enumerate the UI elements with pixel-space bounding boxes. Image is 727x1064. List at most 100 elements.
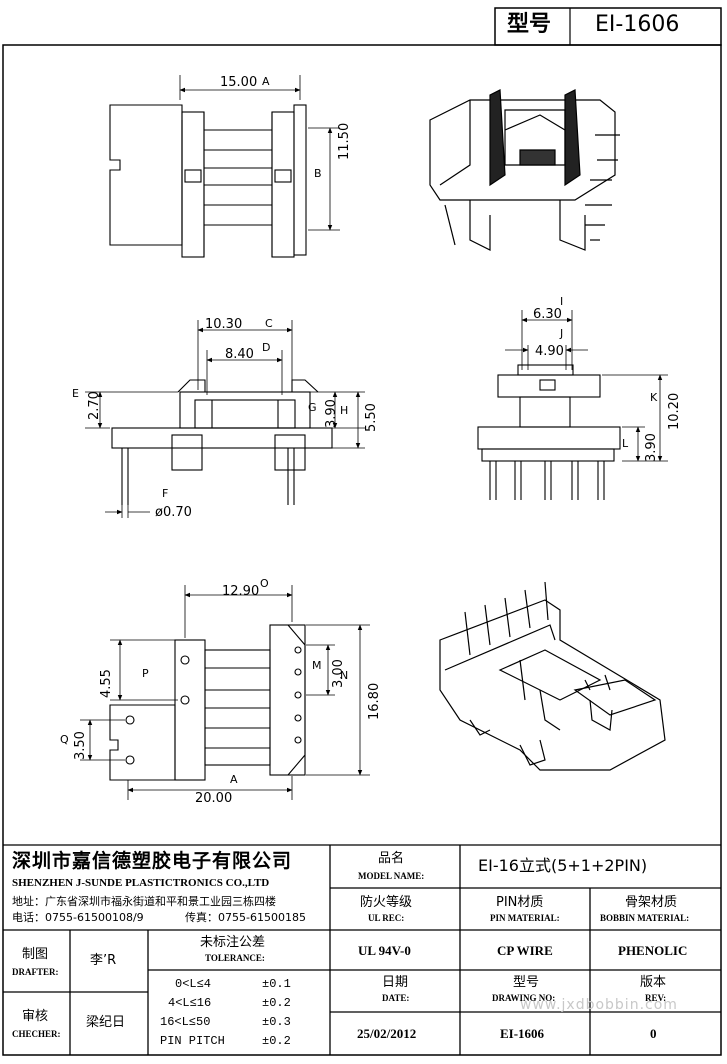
dim-J-tag: J	[560, 327, 564, 340]
pin-material-cn: PIN材质	[496, 895, 544, 910]
dim-F-tag: F	[162, 487, 169, 500]
watermark: www.jxdbobbin.com	[520, 997, 678, 1013]
pin-material-en: PIN MATERIAL:	[490, 913, 560, 923]
dim-H-tag: H	[340, 404, 349, 417]
dim-K-value: 10.20	[667, 392, 682, 430]
pin-material-value: CP WIRE	[497, 943, 553, 958]
header-model-value: EI-1606	[595, 12, 680, 37]
tolerance-cn: 未标注公差	[200, 935, 266, 950]
ul-cn: 防火等级	[360, 895, 413, 910]
dim-Q-bottom	[80, 719, 125, 761]
drawing-no-en: DRAWING NO:	[492, 993, 556, 1003]
company-fax: 传真：0755-61500185	[185, 911, 306, 924]
tolerance-range-1: 0<L≤4	[175, 977, 212, 991]
model-name-value: EI-16立式(5+1+2PIN)	[478, 856, 648, 875]
dim-Q-value: 3.50	[73, 731, 88, 760]
dim-G-H-front	[310, 391, 365, 449]
tolerance-range-2: 4<L≤16	[168, 996, 212, 1010]
tolerance-value-1: ±0.1	[262, 977, 291, 991]
model-name-en: MODEL NAME:	[358, 871, 425, 881]
header-model-label: 型号	[507, 12, 552, 37]
header-model-box	[494, 7, 722, 46]
checker-value: 梁纪日	[86, 1015, 126, 1030]
dim-P-value: 4.55	[99, 669, 114, 698]
dim-A-top	[179, 75, 301, 100]
tolerance-value-3: ±0.3	[262, 1015, 291, 1029]
dim-C-front	[197, 320, 293, 390]
dim-D-value: 8.40	[225, 347, 254, 362]
dim-D-tag: D	[262, 341, 271, 354]
bobbin-material-value: PHENOLIC	[618, 943, 688, 958]
dim-L-tag: L	[622, 437, 629, 450]
side-view	[477, 364, 621, 500]
dim-G-tag: G	[308, 401, 317, 414]
dim-B-value: 11.50	[337, 122, 352, 160]
rev-value: 0	[650, 1026, 657, 1041]
dim-A2-value: 20.00	[195, 791, 233, 806]
top-view	[109, 104, 307, 258]
bottom-view	[109, 624, 306, 781]
dim-K-L-side	[602, 374, 668, 462]
drafter-en: DRAFTER:	[12, 967, 59, 977]
dim-K-tag: K	[650, 391, 658, 404]
dim-N-tag: N	[340, 669, 349, 682]
dim-A-tag: A	[262, 75, 270, 88]
bobbin-material-en: BOBBIN MATERIAL:	[600, 913, 690, 923]
bobbin-material-cn: 骨架材质	[625, 895, 678, 910]
dim-M-tag: M	[312, 659, 322, 672]
dim-F-value: ø0.70	[155, 505, 192, 520]
dim-N-value: 16.80	[367, 682, 382, 720]
tolerance-value-2: ±0.2	[262, 996, 291, 1010]
dim-I-J-side	[505, 310, 588, 370]
dim-I-tag: I	[560, 295, 564, 308]
tolerance-value-4: ±0.2	[262, 1034, 291, 1048]
company-name-en: SHENZHEN J-SUNDE PLASTICTRONICS CO.,LTD	[12, 877, 270, 889]
model-name-cn: 品名	[378, 851, 405, 866]
rev-en: REV:	[645, 993, 667, 1003]
dim-E-tag: E	[72, 387, 79, 400]
checker-en: CHECHER:	[12, 1029, 61, 1039]
dim-E-value: 2.70	[87, 391, 102, 420]
drawing-no-value: EI-1606	[500, 1026, 545, 1041]
dim-H-value: 5.50	[364, 403, 379, 432]
drafter-value: 李’R	[90, 953, 117, 968]
drafter-cn: 制图	[22, 947, 49, 962]
dim-O-tag: O	[260, 577, 269, 590]
dim-D-front	[206, 350, 283, 395]
dim-Q-tag: Q	[60, 733, 69, 746]
tolerance-range-4: PIN PITCH	[160, 1034, 225, 1048]
company-phone: 电话：0755-61500108/9	[12, 911, 144, 924]
dim-J-value: 4.90	[535, 344, 564, 359]
dim-B-tag: B	[314, 167, 322, 180]
date-cn: 日期	[382, 975, 409, 990]
dim-A2-tag: A	[230, 773, 238, 786]
dim-O-value: 12.90	[222, 584, 260, 599]
iso-view-top	[429, 89, 620, 251]
date-en: DATE:	[382, 993, 410, 1003]
front-view	[111, 379, 333, 505]
ul-value: UL 94V-0	[358, 943, 411, 958]
title-block-grid	[3, 844, 721, 1055]
rev-cn: 版本	[640, 975, 667, 990]
dim-A2-bottom	[127, 776, 293, 800]
date-value: 25/02/2012	[357, 1026, 417, 1041]
dim-G-value: 3.90	[324, 399, 339, 428]
company-address: 地址：广东省深圳市福永街道和平和景工业园三栋四楼	[12, 895, 276, 908]
checker-cn: 审核	[22, 1009, 49, 1024]
dim-E-front	[85, 391, 178, 429]
tolerance-range-3: 16<L≤50	[160, 1015, 211, 1029]
dim-P-bottom	[110, 639, 178, 701]
dim-B-top	[308, 127, 340, 231]
dim-C-tag: C	[265, 317, 273, 330]
dim-I-value: 6.30	[533, 307, 562, 322]
dim-L-value: 3.90	[644, 433, 659, 462]
sheet-border	[2, 44, 722, 1056]
dim-O-bottom	[184, 585, 293, 638]
iso-view-bottom	[439, 581, 666, 771]
dim-F-front	[105, 505, 150, 518]
dim-C-value: 10.30	[205, 317, 243, 332]
tolerance-en: TOLERANCE:	[205, 953, 265, 963]
ul-en: UL REC:	[368, 913, 405, 923]
